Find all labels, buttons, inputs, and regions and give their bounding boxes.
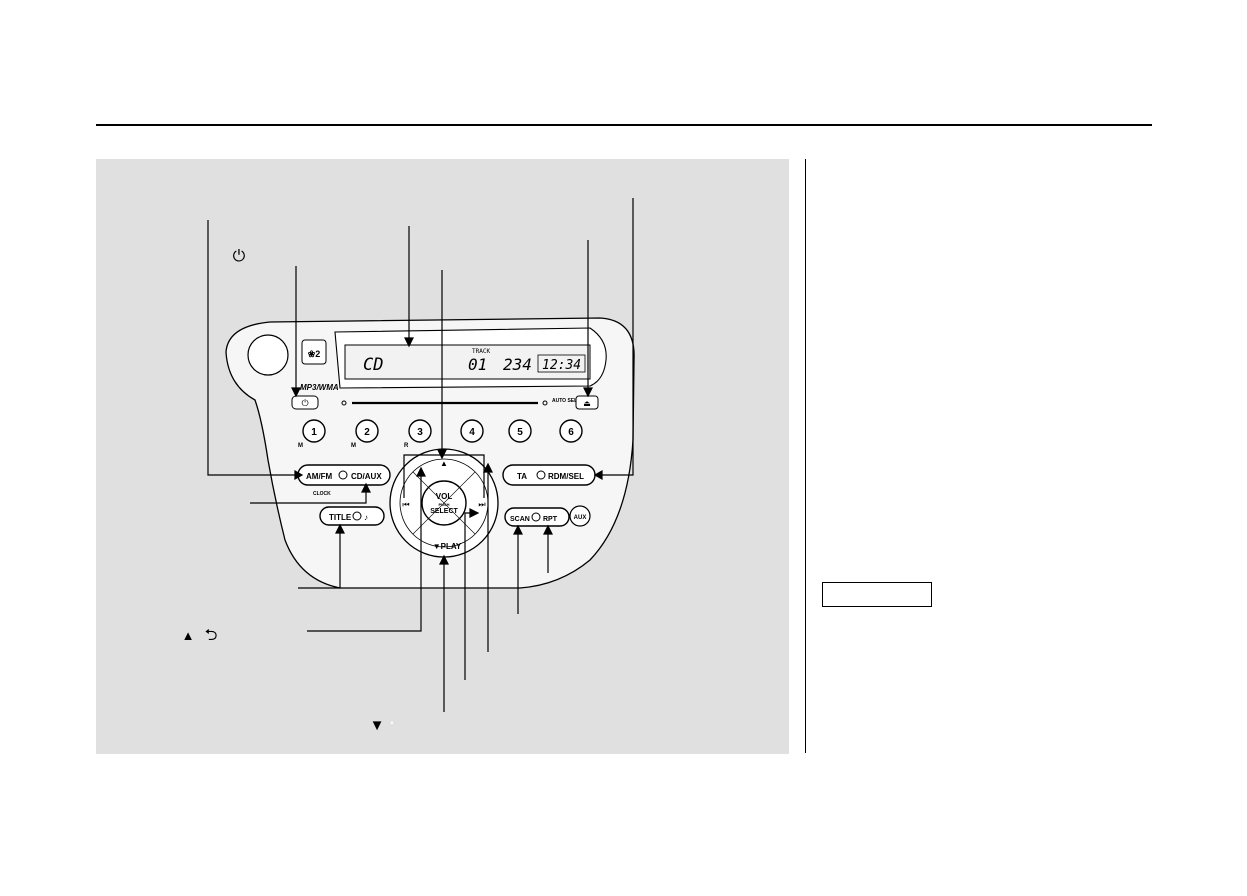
lcd-window xyxy=(344,344,591,380)
folder-up-icon: ▲ xyxy=(440,459,448,468)
lcd-track-caption: TRACK xyxy=(472,348,490,355)
preset-button-4[interactable] xyxy=(460,419,484,443)
push-label: PUSH xyxy=(438,502,449,507)
vol-label: VOL xyxy=(436,492,453,501)
top-rule xyxy=(96,124,1152,126)
ta-indicator xyxy=(536,470,546,480)
auto-select-label: AUTO SELECT xyxy=(552,398,587,404)
play-dot-icon: • xyxy=(390,718,393,728)
preset-row: 1 M 2 M 3 R 4 5 6 xyxy=(298,419,583,449)
title-button[interactable] xyxy=(319,506,385,526)
preset-sub-2: M xyxy=(351,443,356,449)
clock-label: CLOCK xyxy=(313,491,331,497)
preset-label-2: 2 xyxy=(364,427,370,438)
arrow-play xyxy=(439,554,449,565)
skip-forward-icon: ⏭ xyxy=(478,500,485,509)
title-label: TITLE xyxy=(329,513,352,522)
arrow-up-back xyxy=(416,466,426,477)
lcd-clock: 12:34 xyxy=(542,358,581,373)
preset-label-3: 3 xyxy=(417,427,423,438)
am-fm-label: AM/FM xyxy=(306,472,333,481)
lcd-track: 01 xyxy=(468,355,487,374)
eject-icon: ⏏ xyxy=(583,399,591,408)
slot-indicator-left xyxy=(341,400,347,406)
preset-button-5[interactable] xyxy=(508,419,532,443)
play-label: ▼PLAY xyxy=(433,542,462,551)
preset-label-5: 5 xyxy=(517,427,523,438)
preset-button-1[interactable] xyxy=(302,419,326,443)
slot-indicator-right xyxy=(542,400,548,406)
aux-jack[interactable] xyxy=(569,505,591,527)
leader-cd-aux xyxy=(250,488,367,504)
cd-aux-label: CD/AUX xyxy=(351,472,382,481)
preset-sub-3: R xyxy=(404,443,409,449)
mp3-badge: MP3/WMA xyxy=(300,383,339,392)
arrow-rpt xyxy=(543,524,553,535)
leader-am-fm xyxy=(207,220,295,476)
music-note-icon: ♪ xyxy=(364,513,368,522)
rdm-sel-label: RDM/SEL xyxy=(548,472,584,481)
logo-mark: ❀2 xyxy=(308,349,321,359)
aux-label: AUX xyxy=(574,515,587,521)
leader-lines xyxy=(207,198,634,712)
skip-back-icon: ⏮ xyxy=(402,500,409,509)
ta-label: TA xyxy=(517,472,527,481)
logo-box xyxy=(301,339,327,365)
select-label: SELECT xyxy=(430,508,458,515)
arrow-am-fm xyxy=(294,469,304,481)
power-button[interactable] xyxy=(291,395,319,410)
eject-button[interactable] xyxy=(575,395,599,410)
knob-circle[interactable] xyxy=(247,334,289,376)
arrow-skip xyxy=(483,462,493,473)
arrow-scan xyxy=(513,524,523,535)
back-callout-icon: ⮌ xyxy=(205,627,218,644)
arrow-rdm xyxy=(593,469,603,481)
ring-divider-b xyxy=(412,471,476,535)
scan-indicator xyxy=(531,512,541,522)
preset-label-6: 6 xyxy=(568,427,574,438)
preset-button-2[interactable] xyxy=(355,419,379,443)
power-callout-icon: ⏻ xyxy=(233,248,246,265)
lcd-source: CD xyxy=(363,355,383,375)
arrow-cd-aux xyxy=(361,482,371,493)
rpt-label: RPT xyxy=(543,516,558,523)
leader-title xyxy=(298,529,341,589)
folder-up-callout-icon: ▲ xyxy=(182,628,195,643)
arrow-select xyxy=(469,508,480,518)
lcd-elapsed: 234 xyxy=(503,355,532,374)
reference-box xyxy=(822,582,932,607)
arrow-power xyxy=(291,387,301,398)
leader-up-back xyxy=(307,472,422,632)
title-indicator xyxy=(352,511,362,521)
leader-rdm xyxy=(598,198,634,476)
arrow-display xyxy=(404,337,414,348)
column-divider xyxy=(805,159,806,753)
preset-button-3[interactable] xyxy=(408,419,432,443)
preset-button-6[interactable] xyxy=(559,419,583,443)
am-fm-indicator xyxy=(338,470,348,480)
scan-label: SCAN xyxy=(510,516,530,523)
arrow-eject xyxy=(583,387,593,398)
preset-label-4: 4 xyxy=(469,427,475,438)
play-down-callout-icon: ▼ xyxy=(370,717,385,734)
preset-sub-1: M xyxy=(298,443,303,449)
power-icon: ⏻ xyxy=(301,398,308,408)
arrow-title xyxy=(335,523,345,534)
arrow-folder-up xyxy=(437,449,447,460)
scan-rpt-button[interactable] xyxy=(504,507,570,527)
preset-label-1: 1 xyxy=(311,427,317,438)
lcd-clock-box xyxy=(537,354,586,373)
